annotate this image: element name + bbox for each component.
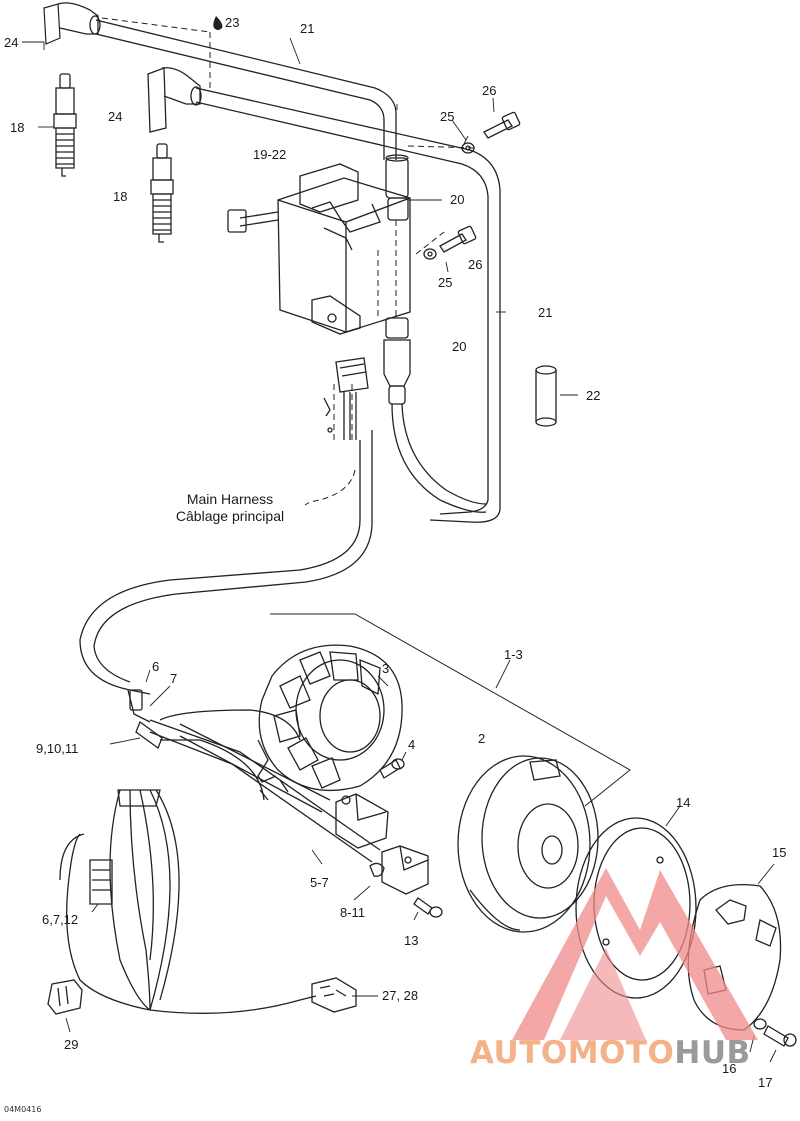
callout-26-upper: 26 bbox=[482, 83, 497, 98]
callout-19-22: 19-22 bbox=[253, 147, 287, 162]
washer-top bbox=[461, 142, 475, 154]
trigger-rail bbox=[149, 719, 381, 863]
lubricant-drop-icon bbox=[213, 16, 223, 30]
callout-6: 6 bbox=[152, 659, 160, 674]
watermark-text-a: AUTOMOTO bbox=[470, 1035, 675, 1071]
callout-23: 23 bbox=[225, 15, 240, 30]
callout-bracket-1-3 bbox=[270, 613, 631, 807]
callout-1-3: 1-3 bbox=[504, 647, 523, 662]
watermark-text-b: HUB bbox=[674, 1035, 751, 1071]
callout-18-lower: 18 bbox=[113, 189, 128, 204]
cover-screw bbox=[753, 1018, 797, 1047]
flywheel bbox=[457, 755, 599, 933]
callout-25-upper: 25 bbox=[440, 109, 455, 124]
stator-screw bbox=[379, 758, 405, 779]
assembly-dashed-lines bbox=[101, 17, 477, 506]
callout-18-upper: 18 bbox=[10, 120, 25, 135]
callout-4: 4 bbox=[408, 737, 416, 752]
callout-24-lower: 24 bbox=[108, 109, 123, 124]
main-harness-label: Main Harness Câblage principal bbox=[150, 491, 310, 525]
spark-plug-cap-upper bbox=[43, 2, 101, 45]
callout-8-11: 8-11 bbox=[340, 905, 366, 920]
callout-6-7-12: 6,7,12 bbox=[42, 912, 79, 927]
watermark-logo bbox=[512, 868, 758, 1040]
screw-mid bbox=[439, 225, 477, 253]
callout-27-28: 27, 28 bbox=[382, 988, 419, 1003]
watermark-text: AUTOMOTOHUB bbox=[470, 1038, 751, 1069]
coil-connector bbox=[323, 357, 369, 440]
harness-lower-wiring bbox=[59, 689, 317, 1014]
coil-output-cable-edge bbox=[401, 403, 487, 505]
callout-21-upper: 21 bbox=[300, 21, 315, 36]
drawing-reference: 04M0416 bbox=[4, 1105, 42, 1114]
screw-top bbox=[483, 111, 521, 139]
callout-26-lower: 26 bbox=[468, 257, 483, 272]
coil-boot-lower bbox=[383, 317, 411, 405]
coil-boot-upper bbox=[385, 154, 409, 221]
callout-13: 13 bbox=[404, 933, 419, 948]
callout-5-7: 5-7 bbox=[310, 875, 329, 890]
pickup-module bbox=[369, 845, 429, 895]
main-harness-loop bbox=[79, 430, 373, 695]
sleeve bbox=[535, 365, 557, 427]
high-tension-cable-lower bbox=[195, 87, 501, 523]
callout-2: 2 bbox=[478, 731, 486, 746]
callout-21-lower: 21 bbox=[538, 305, 553, 320]
callout-17: 17 bbox=[758, 1075, 773, 1090]
mounting-bolt bbox=[413, 897, 443, 918]
leader-lines bbox=[22, 37, 777, 1063]
main-harness-label-fr: Câblage principal bbox=[175, 508, 285, 524]
connector-29 bbox=[47, 979, 83, 1015]
callout-14: 14 bbox=[676, 795, 691, 810]
callout-3: 3 bbox=[382, 661, 390, 676]
callout-9-10-11: 9,10,11 bbox=[36, 741, 79, 756]
callout-22: 22 bbox=[586, 388, 601, 403]
connector-27-28 bbox=[311, 977, 357, 1013]
callout-29: 29 bbox=[64, 1037, 79, 1052]
callout-24-upper: 24 bbox=[4, 35, 19, 50]
spark-plug-upper bbox=[53, 73, 77, 177]
callout-16: 16 bbox=[722, 1061, 737, 1076]
callout-7: 7 bbox=[170, 671, 178, 686]
main-harness-label-en: Main Harness bbox=[186, 491, 274, 507]
coil-output-cable bbox=[391, 403, 487, 513]
callout-15: 15 bbox=[772, 845, 787, 860]
spark-plug-cap-lower bbox=[147, 67, 202, 133]
ignition-coil bbox=[227, 163, 411, 335]
callout-20-upper: 20 bbox=[450, 192, 465, 207]
callout-20-lower: 20 bbox=[452, 339, 467, 354]
spark-plug-lower bbox=[150, 143, 174, 243]
washer-mid bbox=[423, 248, 437, 260]
stator bbox=[257, 644, 403, 792]
callout-25-lower: 25 bbox=[438, 275, 453, 290]
trigger-coil bbox=[335, 793, 389, 849]
high-tension-cable-upper bbox=[95, 19, 397, 160]
